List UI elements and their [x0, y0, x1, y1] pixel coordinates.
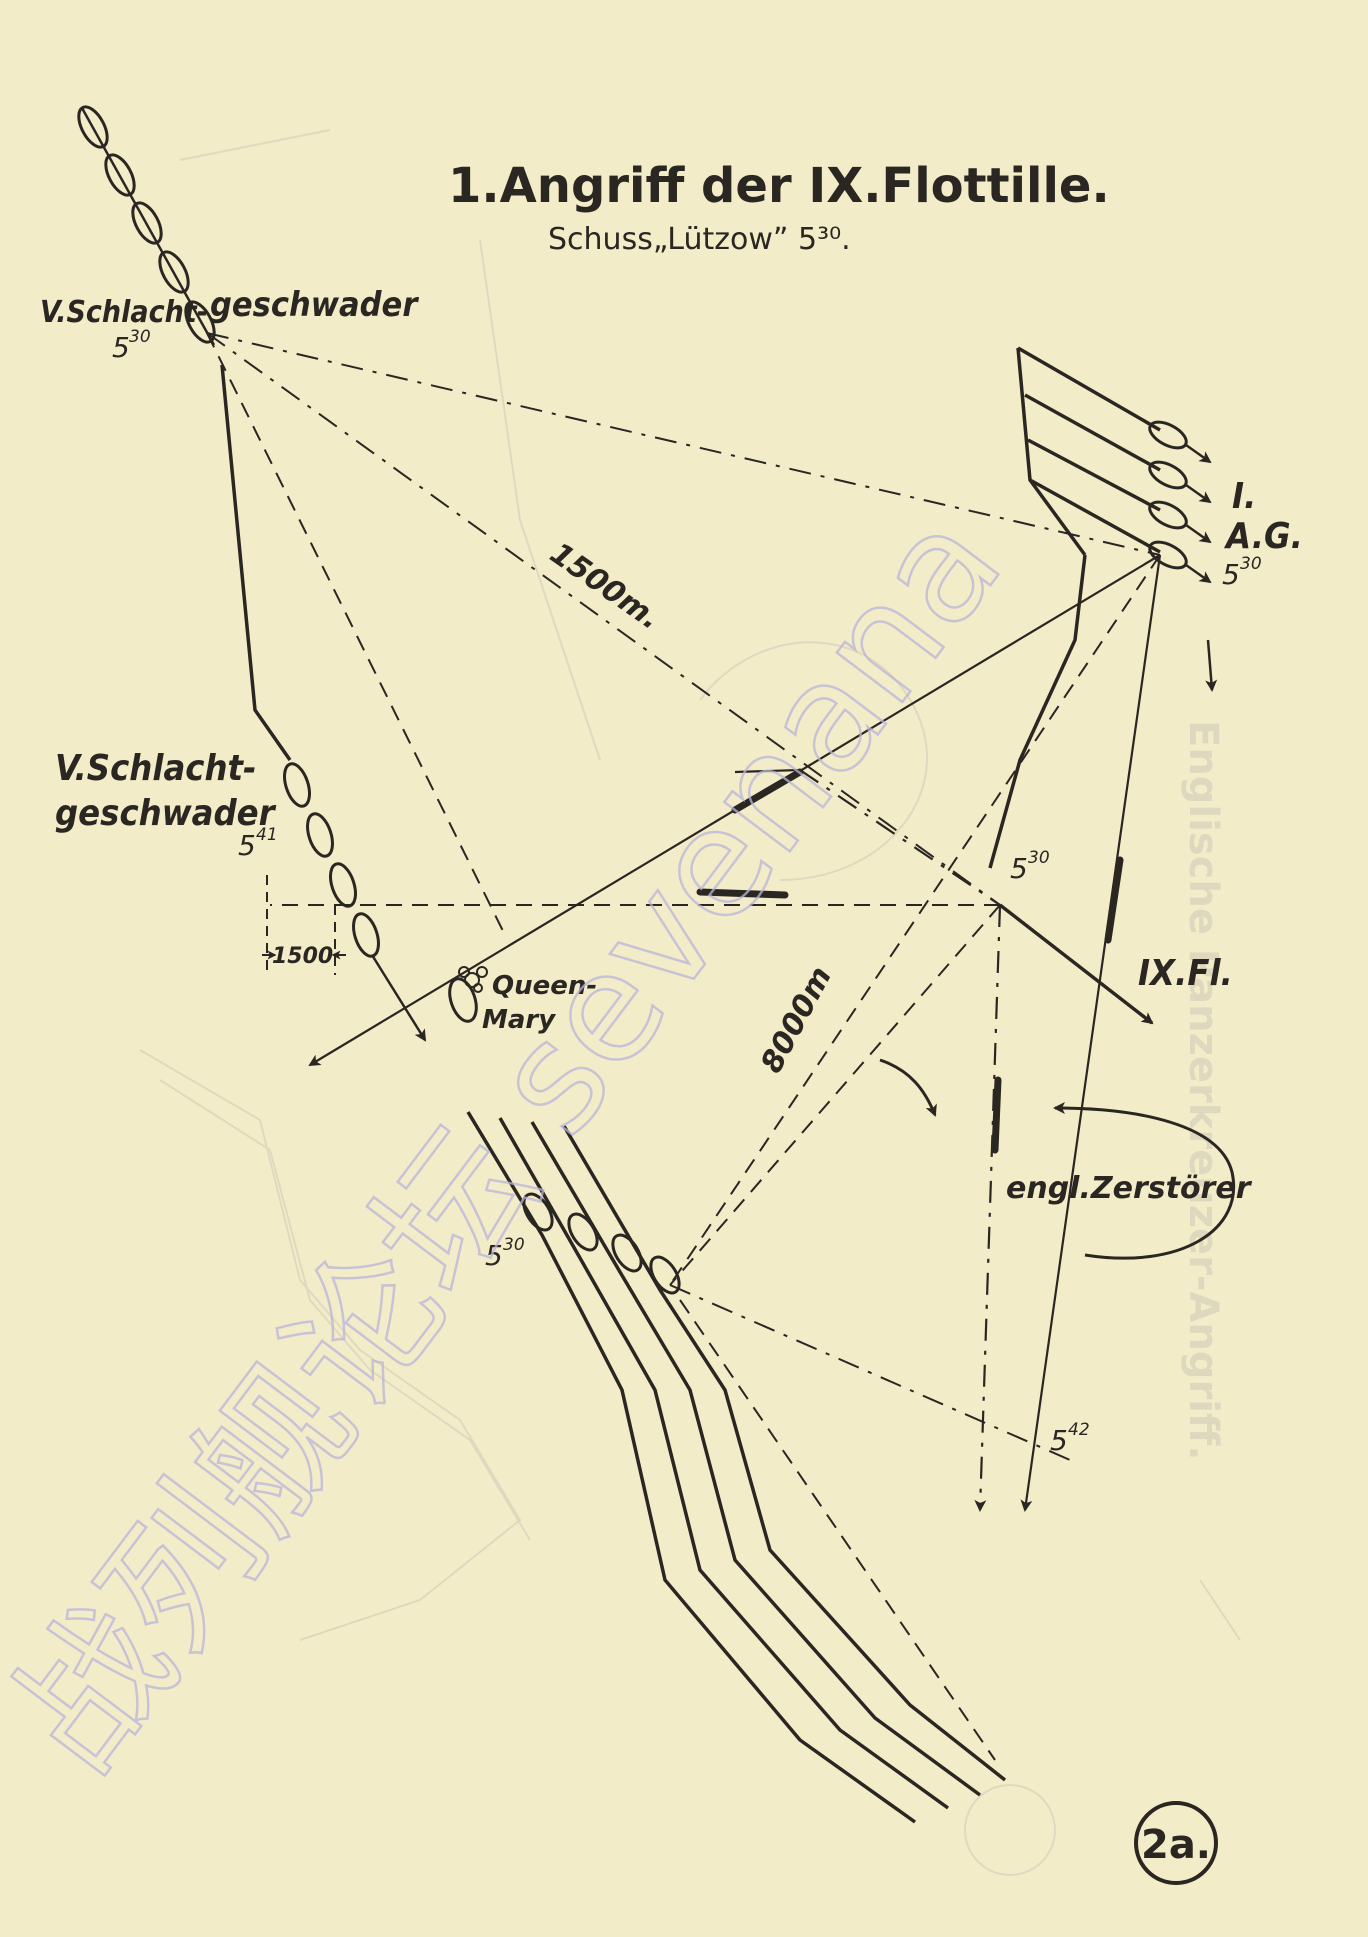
- destroyer-turn-arrow-2: [1053, 1102, 1236, 1260]
- v-squadron-heading-arrow: [370, 954, 427, 1042]
- distance-8000m-label: 8000m: [754, 961, 839, 1079]
- sight-line-bc-track-end: [679, 1299, 996, 1761]
- ship-icon: [352, 912, 380, 958]
- british-destroyers-label: engl.Zerstörer: [1006, 1171, 1253, 1206]
- battlecruiser-ships: [522, 1192, 681, 1295]
- v-squadron-mid-label-2: geschwader: [55, 793, 277, 834]
- v-squadron-top-label-1: V.Schlacht-: [40, 295, 208, 330]
- ship-icon: [1148, 420, 1188, 450]
- iag-tracks: [988, 346, 1161, 869]
- plate-number: 2a.: [1141, 1822, 1211, 1868]
- torpedo-track-ixfl-south: [974, 904, 1002, 1512]
- battlecruiser-tracks: [466, 1111, 1007, 1824]
- sight-line-iag-to-bc: [669, 554, 1161, 1286]
- torpedo-marker-1: [731, 768, 804, 814]
- queen-mary-ship-icon: [448, 977, 478, 1023]
- sight-line-v-to-ixfl: [206, 332, 1001, 906]
- svg-text:Englische Panzerkreuzer-Angrif: Englische Panzerkreuzer-Angriff.: [1180, 720, 1226, 1461]
- dimension-1500-label: 1500: [272, 944, 333, 969]
- v-squadron-top-group: V.Schlacht- geschwader 5 30: [40, 105, 419, 762]
- battlecruiser-time: 5: [485, 1239, 503, 1272]
- ship-icon: [283, 762, 311, 808]
- diagram-title: 1.Angriff der IX.Flottille.: [448, 158, 1110, 214]
- ship-icon: [1148, 500, 1188, 530]
- iag-time-sup: 30: [1240, 554, 1262, 574]
- ship-icon: [1148, 540, 1188, 570]
- iag-label-1: I.: [1232, 476, 1256, 517]
- queen-mary-label-1: Queen-: [492, 971, 597, 1001]
- v-squadron-top-label-2: geschwader: [210, 285, 419, 325]
- dimension-1500: [262, 875, 346, 975]
- sight-line-bc-to-end: [669, 1284, 1071, 1461]
- queen-mary-group: Queen- Mary: [448, 966, 597, 1035]
- torpedo-1500-a: [734, 768, 801, 774]
- v-squadron-mid-ships: [283, 762, 380, 958]
- destroyer-turn-arrow-1: [879, 1058, 937, 1117]
- ship-icon: [306, 812, 334, 858]
- v-squadron-top-time-sup: 30: [129, 327, 151, 347]
- queen-mary-label-2: Mary: [482, 1005, 556, 1035]
- torpedo-1500-b: [799, 769, 1001, 906]
- plate-badge: 2a.: [1134, 1801, 1218, 1885]
- squadron-line: [80, 107, 216, 346]
- explosion-icon: [458, 966, 488, 993]
- distance-1500m-label: 1500m.: [543, 536, 666, 637]
- v-squadron-top-ships: [77, 105, 216, 346]
- v-squadron-mid-time-sup: 41: [256, 825, 278, 845]
- ship-icon: [329, 862, 357, 908]
- watermark: 战列舰论坛 sevenana: [0, 479, 1037, 1803]
- iag-group: I. A.G. 5 30: [988, 346, 1303, 869]
- iag-label-2: A.G.: [1223, 516, 1303, 557]
- v-squadron-track: [220, 364, 292, 762]
- diagram-subtitle: Schuss„Lützow” 5³⁰.: [548, 222, 851, 257]
- ixfl-heading-arrow: [998, 903, 1154, 1025]
- v-squadron-mid-time: 5: [238, 829, 256, 862]
- v-squadron-mid-group: V.Schlacht- geschwader 5 41 1500: [55, 748, 427, 1042]
- iag-ships: [1148, 420, 1188, 570]
- ship-icon: [522, 1192, 554, 1232]
- iag-heading-arrows: [1185, 443, 1218, 692]
- british-destroyers-group: engl.Zerstörer: [879, 1058, 1253, 1260]
- ship-icon: [649, 1255, 681, 1295]
- end-time: 5: [1050, 1424, 1068, 1457]
- sight-line-v-to-iag: [206, 332, 1161, 556]
- iag-time: 5: [1222, 558, 1240, 591]
- torpedo-marker-2: [696, 888, 789, 899]
- ixfl-time-sup: 30: [1028, 848, 1050, 868]
- ixfl-group: 5 30 IX.Fl.: [998, 848, 1233, 1025]
- sight-lines: [206, 332, 1161, 1761]
- ixfl-label: IX.Fl.: [1138, 953, 1233, 994]
- ship-icon: [1148, 460, 1188, 490]
- show-through-background: [139, 129, 1241, 1876]
- torpedo-markers: [696, 768, 1124, 1154]
- battlecruiser-time-sup: 30: [503, 1235, 525, 1255]
- v-squadron-mid-label-1: V.Schlacht-: [55, 748, 256, 789]
- torpedo-track-south: [1020, 554, 1162, 1512]
- ship-icon: [567, 1212, 599, 1252]
- torpedo-marker-3: [1104, 856, 1124, 944]
- plate-badge-circle: [1134, 1801, 1218, 1885]
- v-squadron-top-time: 5: [112, 331, 130, 364]
- diagram-header: 1.Angriff der IX.Flottille. Schuss„Lützo…: [448, 158, 1110, 257]
- end-time-sup: 42: [1068, 1420, 1090, 1440]
- watermark-text: 战列舰论坛 sevenana: [0, 481, 1035, 1802]
- torpedo-marker-4: [991, 1076, 1002, 1154]
- ixfl-time: 5: [1010, 852, 1028, 885]
- show-through-text: Englische Panzerkreuzer-Angriff.: [1180, 720, 1226, 1461]
- sight-line-ixfl-to-bc: [669, 904, 1001, 1286]
- ship-icon: [611, 1233, 643, 1273]
- british-battlecruisers-group: 5 30: [466, 1111, 1007, 1824]
- sight-line-v-to-queenmary: [206, 332, 506, 936]
